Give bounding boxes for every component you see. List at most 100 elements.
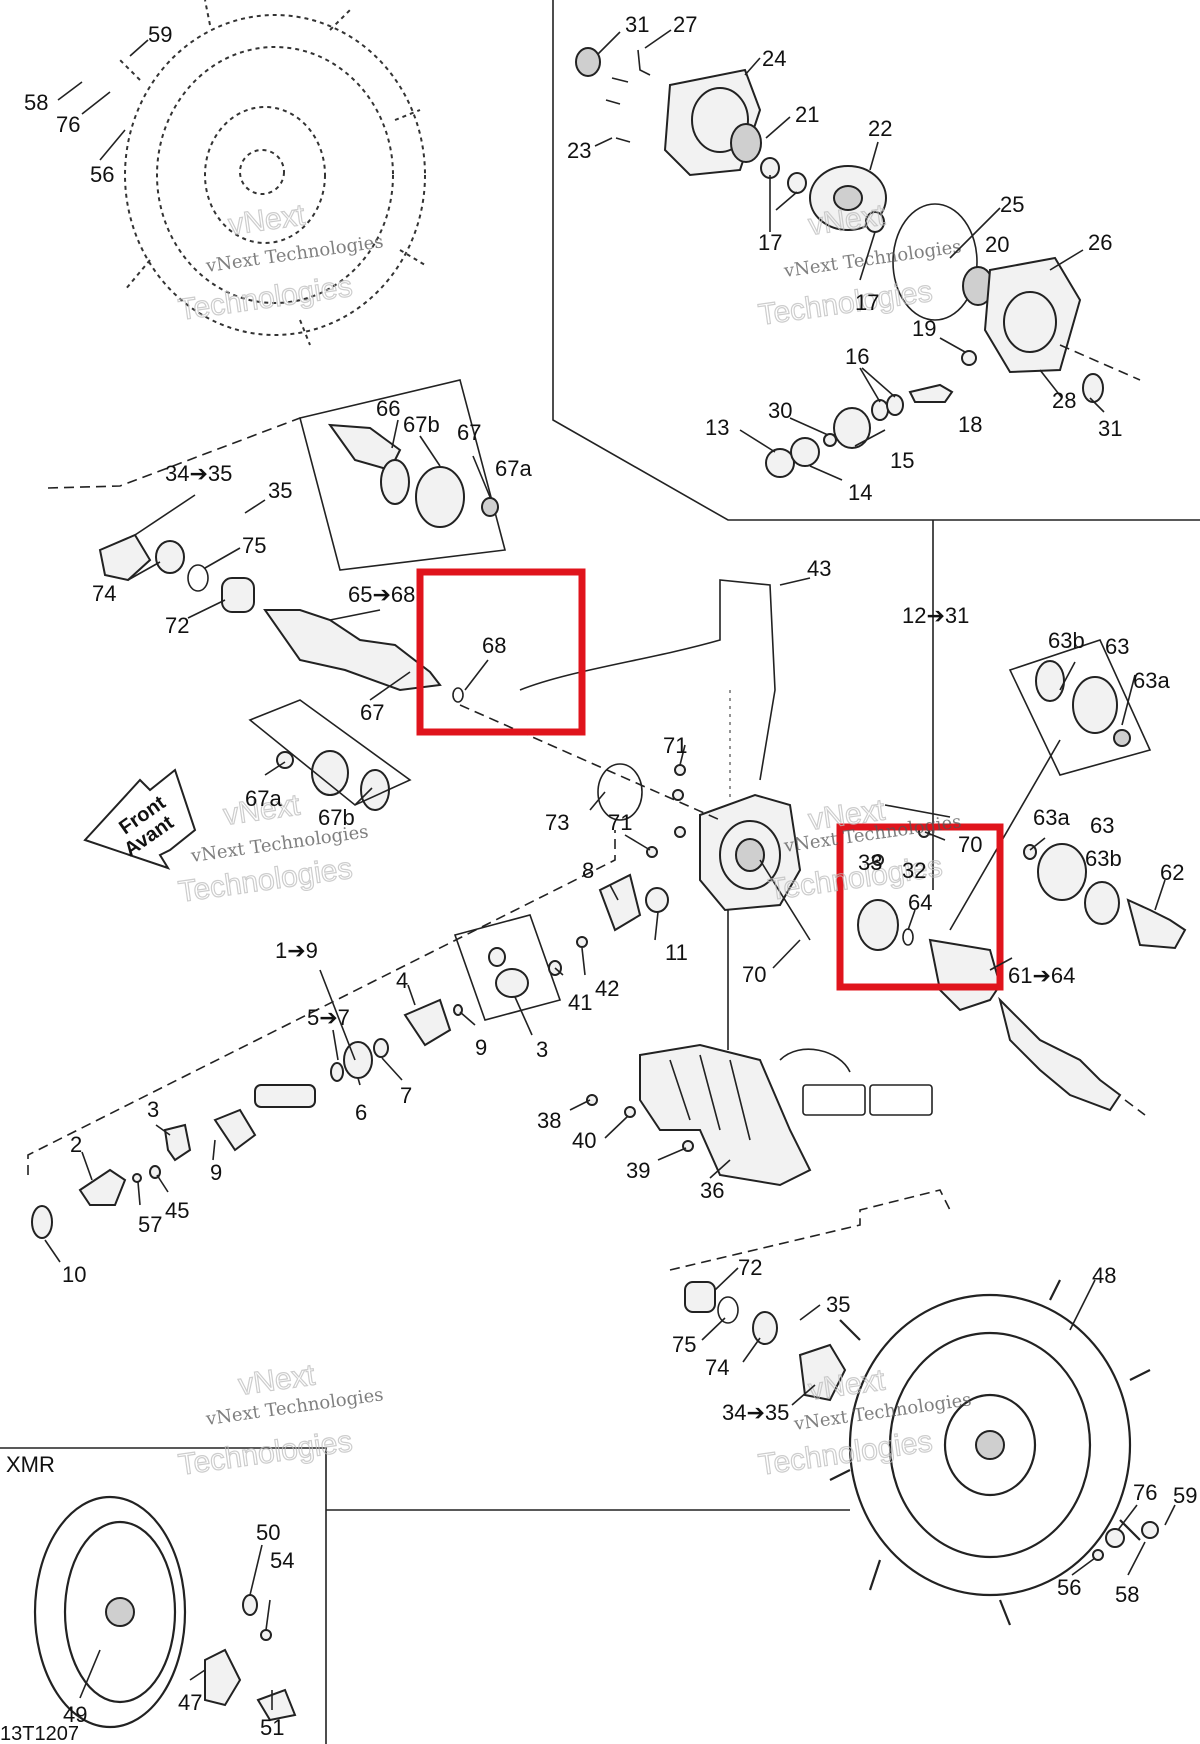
watermark-text: Technologies — [176, 270, 354, 327]
differential-group — [575, 47, 1141, 478]
callout-label: 51 — [260, 1715, 284, 1740]
callout-label: 18 — [958, 412, 982, 437]
left-axle-group — [47, 379, 507, 811]
callout-label: 26 — [1088, 230, 1112, 255]
callout-label: 45 — [165, 1198, 189, 1223]
callout-label: 17 — [855, 290, 879, 315]
callout-label: 20 — [985, 232, 1009, 257]
callout-label: 56 — [90, 162, 114, 187]
callout-label: 75 — [242, 533, 266, 558]
callout-label: 63 — [1090, 813, 1114, 838]
callout-label: 30 — [768, 398, 792, 423]
callout-label: 58 — [24, 90, 48, 115]
callout-label: 66 — [376, 396, 400, 421]
callout-label: 71 — [663, 733, 687, 758]
callout-label: 67 — [457, 420, 481, 445]
callout-label: 67b — [403, 412, 440, 437]
right-axle-group — [857, 639, 1187, 1116]
callout-label: 6 — [355, 1100, 367, 1125]
callout-label: 43 — [807, 556, 831, 581]
callout-label: 39 — [626, 1158, 650, 1183]
inset-title: XMR — [6, 1452, 55, 1477]
callout-label: 42 — [595, 976, 619, 1001]
callout-label: 31 — [1098, 416, 1122, 441]
callout-label: 68 — [482, 633, 506, 658]
callout-label: 72 — [738, 1255, 762, 1280]
callout-label: 74 — [705, 1355, 729, 1380]
front-direction-arrow: Front Avant — [83, 768, 197, 870]
callout-label: 9 — [475, 1035, 487, 1060]
watermarks: vNext Technologies vNext Technologies vN… — [176, 198, 973, 1483]
callout-label: 12➔31 — [902, 603, 969, 628]
callout-label: 35 — [826, 1292, 850, 1317]
callout-label: 10 — [62, 1262, 86, 1287]
callout-label: 58 — [1115, 1582, 1139, 1607]
watermark-text: Technologies — [756, 275, 934, 332]
callout-label: 65➔68 — [348, 582, 415, 607]
callout-label: 67a — [245, 786, 282, 811]
callout-label: 27 — [673, 12, 697, 37]
leader-lines — [44, 29, 1176, 1710]
callout-labels: 59 58 76 56 31 27 24 21 23 22 17 17 25 2… — [0, 12, 1197, 1744]
rear-right-wheel-group — [669, 1189, 1159, 1626]
callout-label: 23 — [567, 138, 591, 163]
callout-label: 11 — [665, 940, 688, 965]
skid-plate-group — [586, 1043, 933, 1187]
callout-label: 21 — [795, 102, 819, 127]
callout-label: 14 — [848, 480, 872, 505]
callout-label: 47 — [178, 1690, 202, 1715]
callout-label: 41 — [568, 990, 592, 1015]
callout-label: 16 — [845, 344, 869, 369]
center-gearbox-group — [459, 579, 951, 941]
callout-label: 63 — [1105, 634, 1129, 659]
callout-label: 64 — [908, 890, 932, 915]
callout-label: 2 — [70, 1132, 82, 1157]
callout-label: 48 — [1092, 1263, 1116, 1288]
callout-label: 63b — [1048, 628, 1085, 653]
callout-label: 73 — [545, 810, 569, 835]
callout-label: 72 — [165, 613, 189, 638]
callout-label: 67 — [360, 700, 384, 725]
callout-label: 38 — [537, 1108, 561, 1133]
callout-label: 22 — [868, 116, 892, 141]
callout-label: 61➔64 — [1008, 963, 1075, 988]
callout-label: 63a — [1033, 805, 1070, 830]
callout-label: 4 — [396, 968, 408, 993]
callout-label: 56 — [1057, 1575, 1081, 1600]
rear-left-tire — [119, 0, 426, 346]
callout-label: 33 — [858, 850, 882, 875]
xmr-inset — [33, 1495, 297, 1729]
callout-label: 34➔35 — [722, 1400, 789, 1425]
diagram-code: 13T1207 — [0, 1723, 79, 1744]
highlights — [416, 568, 1004, 991]
callout-label: 36 — [700, 1178, 724, 1203]
callout-label: 31 — [625, 12, 649, 37]
callout-label: 59 — [1173, 1483, 1197, 1508]
callout-label: 76 — [56, 112, 80, 137]
callout-label: 54 — [270, 1548, 294, 1573]
highlight-box-64 — [836, 823, 1004, 991]
callout-label: 24 — [762, 46, 786, 71]
callout-label: 76 — [1133, 1480, 1157, 1505]
callout-label: 34➔35 — [165, 461, 232, 486]
driveshaft-group — [27, 830, 669, 1239]
callout-label: 67a — [495, 456, 532, 481]
callout-label: 25 — [1000, 192, 1024, 217]
callout-label: 35 — [268, 478, 292, 503]
callout-label: 32 — [902, 858, 926, 883]
watermark-text: vNext — [226, 198, 307, 241]
callout-label: 67b — [318, 805, 355, 830]
callout-label: 40 — [572, 1128, 596, 1153]
callout-label: 75 — [672, 1332, 696, 1357]
callout-label: 71 — [608, 810, 632, 835]
highlight-box-68 — [416, 568, 586, 736]
callout-label: 70 — [742, 962, 766, 987]
callout-label: 70 — [958, 832, 982, 857]
callout-label: 28 — [1052, 388, 1076, 413]
callout-label: 62 — [1160, 860, 1184, 885]
callout-label: 19 — [912, 316, 936, 341]
callout-label: 17 — [758, 230, 782, 255]
watermark-text: Technologies — [176, 1425, 354, 1482]
callout-label: 13 — [705, 415, 729, 440]
